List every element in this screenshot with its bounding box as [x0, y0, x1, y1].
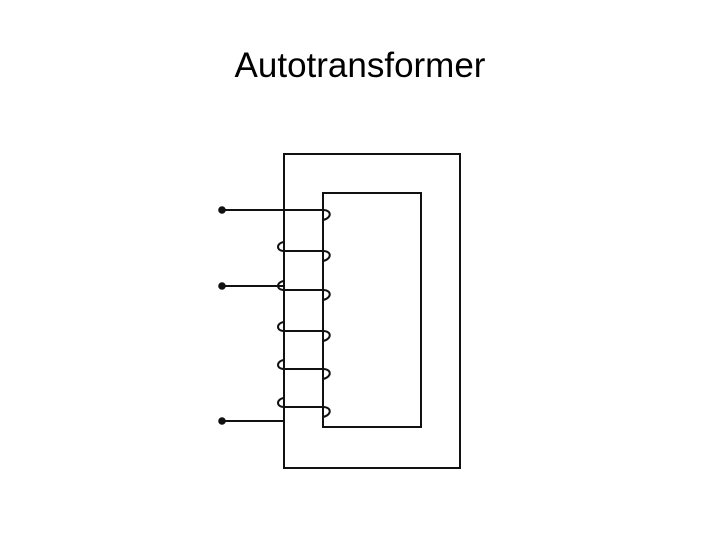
- winding-loop-right: [322, 368, 331, 380]
- terminal-dot: [218, 206, 226, 214]
- slide-title: Autotransformer: [234, 46, 486, 85]
- winding-loop-right: [322, 330, 331, 342]
- winding-loop-left: [277, 321, 285, 332]
- core-outer: [283, 153, 461, 469]
- core-window: [322, 192, 422, 428]
- winding-loop-left: [277, 397, 285, 408]
- winding-loop-right: [322, 406, 331, 418]
- terminal-dot: [218, 282, 226, 290]
- winding-loop-right: [322, 250, 331, 262]
- winding-loop-right: [322, 209, 331, 221]
- winding-loop-left: [277, 359, 285, 370]
- winding-loop-right: [322, 289, 331, 301]
- winding-loop-left: [277, 241, 285, 252]
- terminal-dot: [218, 417, 226, 425]
